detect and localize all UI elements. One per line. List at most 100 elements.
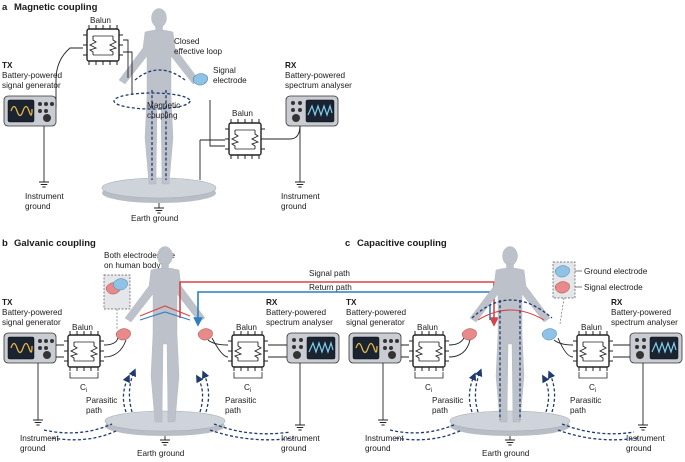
ground-electrode-label: Ground electrode	[584, 267, 648, 276]
instrument-ground-c-right-2: ground	[626, 444, 652, 453]
rx-desc-c-2: spectrum analyser	[611, 318, 678, 327]
earth-ground-icon-b	[159, 439, 171, 446]
tx-desc-c-2: signal generator	[346, 318, 405, 327]
instrument-ground-a-tx-1: Instrument	[25, 192, 64, 201]
panel-c: c Capacitive coupling Ground electrode S…	[345, 238, 683, 458]
signal-path-arrow	[179, 281, 499, 327]
cross-panel-paths: Signal path Return path	[179, 269, 499, 327]
tx-desc-b-1: Battery-powered	[2, 308, 63, 317]
rx-desc-b-1: Battery-powered	[266, 308, 327, 317]
panel-c-letter: c	[345, 238, 350, 249]
panel-b-letter: b	[2, 238, 8, 249]
panel-a-letter: a	[2, 2, 8, 13]
magnetic-label-1: Magnetic	[147, 101, 180, 110]
spectrum-analyser-icon-c	[629, 332, 683, 364]
parasitic-c-left-1: Parasitic	[432, 396, 463, 405]
ci-label-b-right: Ci	[244, 383, 251, 394]
balun-icon-b-right	[227, 330, 269, 372]
body-signal-line-b	[139, 305, 191, 317]
instrument-ground-a-tx-2: ground	[25, 202, 51, 211]
instrument-ground-b-right-2: ground	[281, 444, 307, 453]
parasitic-b-right-1: Parasitic	[225, 396, 256, 405]
instrument-ground-c-right-1: Instrument	[626, 434, 665, 443]
rx-label-c: RX	[611, 298, 623, 307]
earth-ground-icon	[153, 207, 165, 214]
panel-c-title: Capacitive coupling	[357, 238, 447, 249]
human-body-b	[124, 246, 206, 423]
signal-path-label: Signal path	[309, 269, 350, 278]
panel-b-title: Galvanic coupling	[14, 238, 96, 249]
instrument-ground-b-left-1: Instrument	[20, 434, 59, 443]
signal-electrode-label-2: electrode	[213, 76, 247, 85]
parasitic-b-left-2: path	[86, 406, 102, 415]
tx-label-c: TX	[346, 298, 357, 307]
tx-label-b: TX	[2, 298, 13, 307]
rx-desc-a-1: Battery-powered	[285, 71, 346, 80]
panel-a: a Magnetic coupling Balun Balun Sign	[2, 2, 352, 223]
human-body-c	[469, 246, 551, 423]
body-signal-line-c	[477, 309, 545, 321]
platform-b	[104, 410, 226, 432]
signal-generator-icon-a	[3, 95, 57, 127]
instrument-ground-icon-a-tx	[38, 181, 50, 188]
wire-electrode-balun	[209, 100, 225, 147]
human-body-a	[118, 8, 200, 185]
balun-label-c-right: Balun	[581, 323, 602, 332]
instrument-ground-a-rx-1: Instrument	[281, 192, 320, 201]
loop-dash-legs	[151, 90, 167, 180]
earth-ground-a: Earth ground	[131, 214, 179, 223]
tx-desc-a-2: signal generator	[2, 81, 61, 90]
instrument-ground-b-right-1: Instrument	[281, 434, 320, 443]
rx-desc-c-1: Battery-powered	[611, 308, 672, 317]
tx-desc-b-2: signal generator	[2, 318, 61, 327]
balun-label-c-left: Balun	[417, 323, 438, 332]
ci-label-c-right: Ci	[589, 383, 596, 394]
rx-label-b: RX	[266, 298, 278, 307]
spectrum-analyser-icon-a	[285, 95, 339, 127]
balun-label-b-left: Balun	[72, 323, 93, 332]
spectrum-analyser-icon-b	[286, 332, 340, 364]
panel-a-title: Magnetic coupling	[14, 2, 98, 13]
magnetic-coupling-ring	[113, 92, 191, 110]
return-path-label: Return path	[309, 283, 352, 292]
tx-label-a: TX	[2, 61, 13, 70]
wire-balun-rx	[265, 124, 301, 140]
wire-tx-balun	[55, 47, 83, 108]
instrument-ground-c-left-1: Instrument	[365, 434, 404, 443]
instrument-ground-c-left-2: ground	[365, 444, 391, 453]
ci-label-c-left: Ci	[425, 383, 432, 394]
body-return-line-b	[139, 311, 191, 321]
earth-ground-b: Earth ground	[137, 449, 185, 458]
parasitic-c-right-2: path	[570, 406, 586, 415]
rx-label-a: RX	[285, 61, 297, 70]
instrument-ground-b-left-2: ground	[20, 444, 46, 453]
wire-balun-body	[123, 39, 129, 78]
platform-c	[449, 410, 571, 432]
earth-ground-c: Earth ground	[482, 449, 530, 458]
ci-label-b-left: Ci	[80, 383, 87, 394]
electrodes-note-1: Both electrodes are	[104, 251, 175, 260]
parasitic-arrow-c-left	[468, 372, 476, 413]
earth-ground-icon-c	[504, 439, 516, 446]
balun-icon-a-bottom	[224, 118, 266, 160]
rx-desc-b-2: spectrum analyser	[266, 318, 333, 327]
return-path-arrow	[193, 291, 491, 327]
panel-b: b Galvanic coupling Both electrodes are …	[2, 238, 340, 458]
signal-electrode-label-1: Signal	[213, 66, 236, 75]
balun-label-a-bottom: Balun	[232, 109, 253, 118]
magnetic-label-2: coupling	[147, 111, 178, 120]
tx-desc-c-1: Battery-powered	[346, 308, 407, 317]
signal-generator-icon-c	[348, 332, 402, 364]
parasitic-arrow-b-left	[122, 374, 130, 413]
parasitic-arrow-c-right	[548, 370, 556, 413]
rx-desc-a-2: spectrum analyser	[285, 81, 352, 90]
signal-electrode-label-c: Signal electrode	[584, 283, 643, 292]
balun-label-b-right: Balun	[236, 323, 257, 332]
loop-dash-top	[134, 69, 186, 81]
parasitic-b-right-2: path	[225, 406, 241, 415]
parasitic-b-left-1: Parasitic	[86, 396, 117, 405]
parasitic-arrow-b-right	[202, 370, 210, 413]
loop-label-1: Closed	[174, 37, 200, 46]
instrument-ground-a-rx-2: ground	[281, 202, 307, 211]
